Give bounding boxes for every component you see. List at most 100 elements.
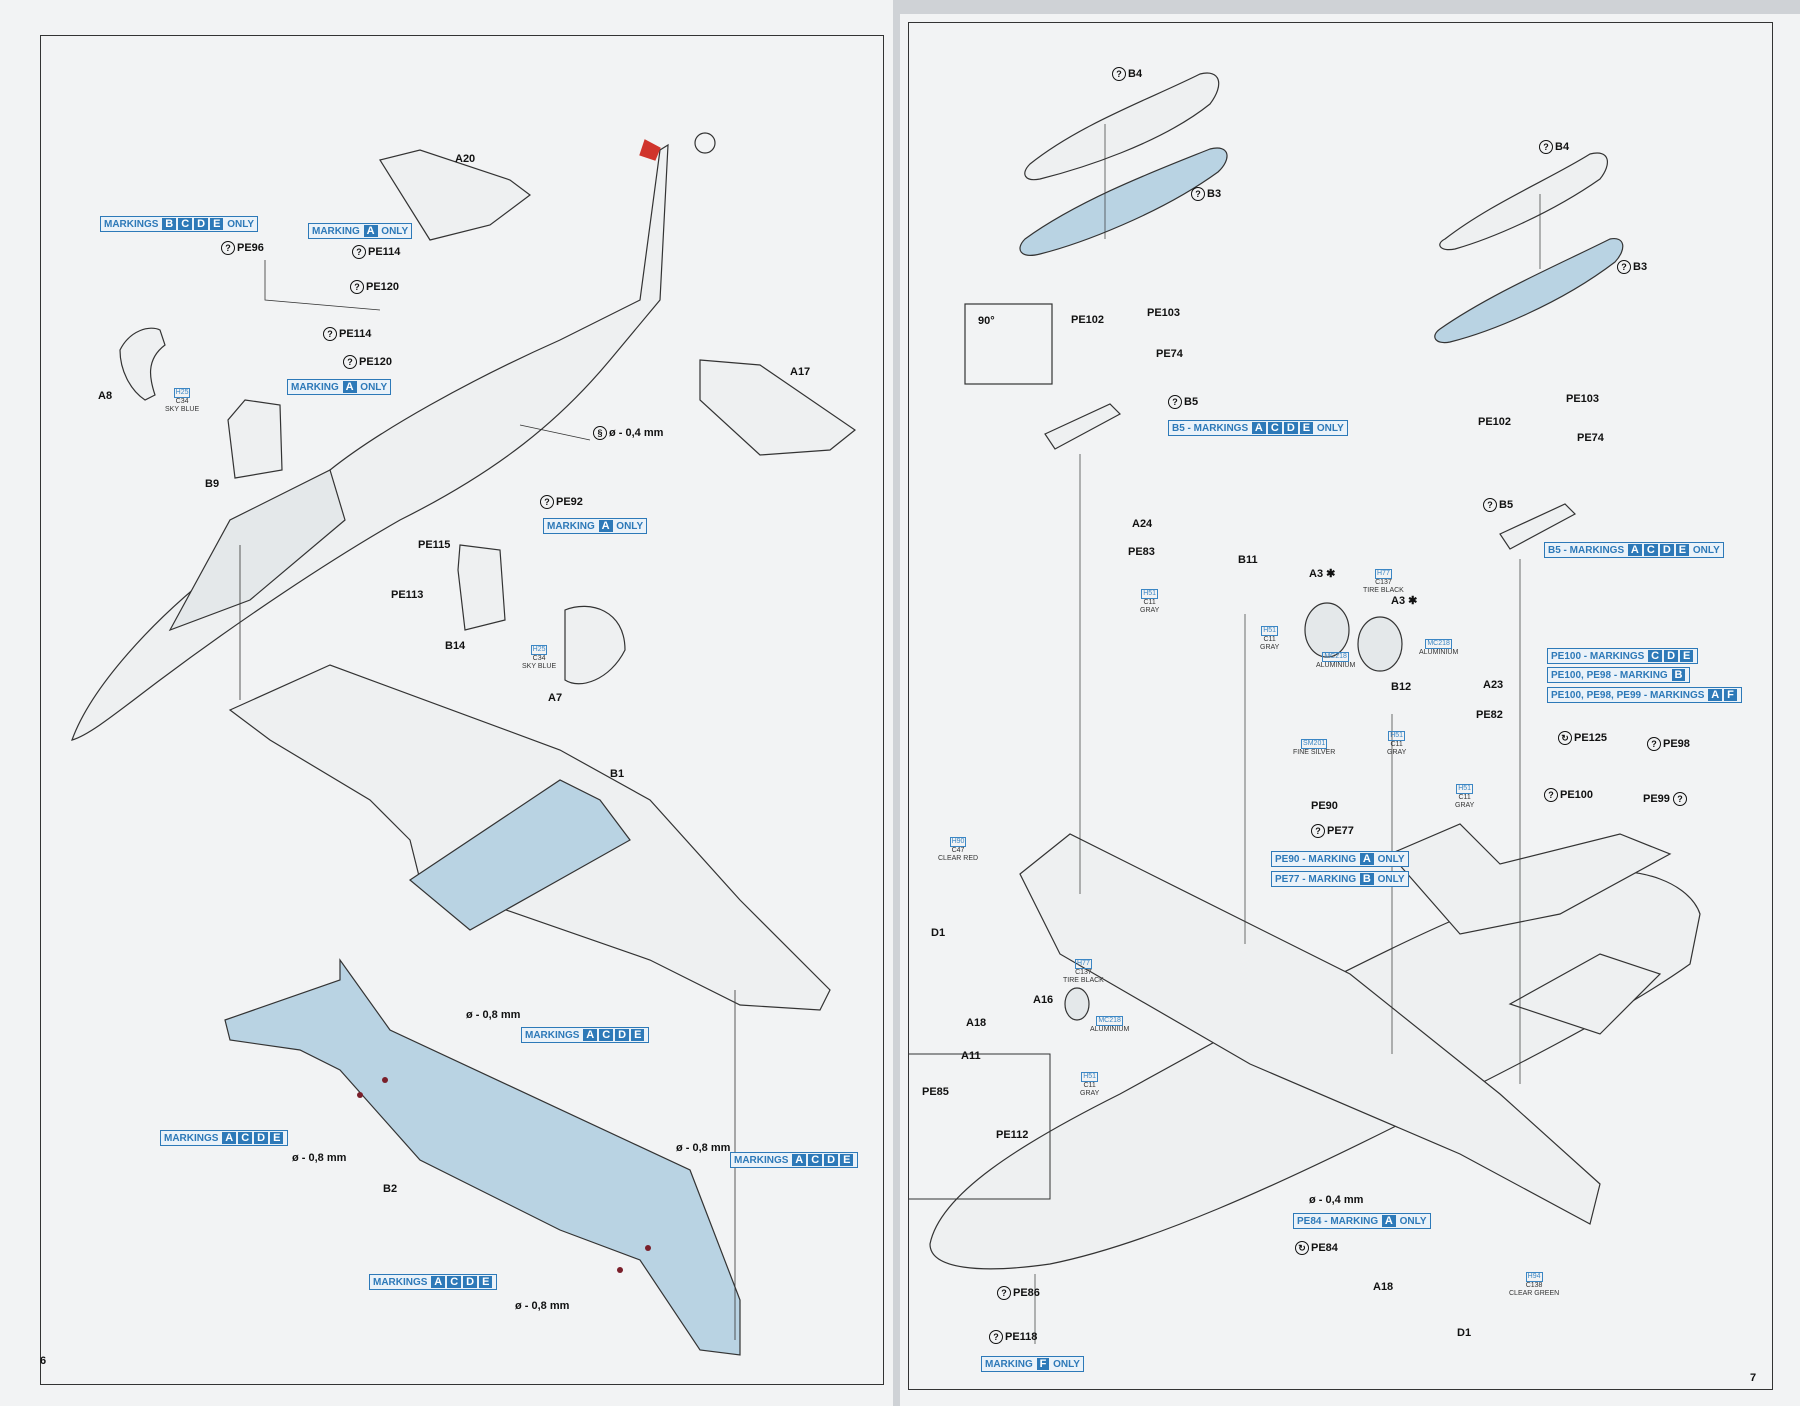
label-pe74: PE74 — [1577, 432, 1604, 444]
question-icon: ? — [1539, 140, 1553, 154]
part-a7 — [564, 605, 626, 685]
inset-box — [908, 1053, 1051, 1200]
question-icon: ? — [540, 495, 554, 509]
marking-tag: PE77 - MARKING B ONLY — [1271, 871, 1409, 887]
diameter-note: ø - 0,8 mm — [292, 1152, 347, 1164]
label-pe96: ?PE96 — [221, 241, 264, 255]
label-pe90: PE90 — [1311, 800, 1338, 812]
question-icon: ? — [989, 1330, 1003, 1344]
label-a7: A7 — [548, 692, 563, 704]
diameter-note: ø - 0,8 mm — [676, 1142, 731, 1154]
label-pe98: ?PE98 — [1647, 737, 1690, 751]
label-b3: ?B3 — [1191, 187, 1221, 201]
part-b3-left — [1019, 147, 1228, 256]
label-pe82: PE82 — [1476, 709, 1503, 721]
part-a20 — [379, 149, 531, 241]
label-a20: A20 — [455, 153, 476, 165]
wheel-a16 — [1064, 987, 1090, 1021]
label-pe113: PE113 — [391, 589, 424, 601]
rotate-icon: ↻ — [1558, 731, 1572, 745]
marking-tag: PE90 - MARKING A ONLY — [1271, 851, 1409, 867]
label-a24: A24 — [1132, 518, 1153, 530]
part-b5-left — [1044, 403, 1121, 450]
question-icon: ? — [352, 245, 366, 259]
part-b4-right — [1439, 152, 1608, 251]
part-b5-right — [1499, 503, 1576, 550]
label-pe100: ?PE100 — [1544, 788, 1593, 802]
label-a18: A18 — [1373, 1281, 1394, 1293]
label-pe83: PE83 — [1128, 546, 1155, 558]
label-b11: B11 — [1238, 554, 1258, 566]
label-angle: 90° — [978, 315, 995, 327]
label-pe84: ↻PE84 — [1295, 1241, 1338, 1255]
label-a8: A8 — [98, 390, 113, 402]
detail-circle — [694, 132, 716, 154]
part-b2 — [224, 958, 741, 1356]
label-pe120b: ?PE120 — [343, 355, 392, 369]
label-pe114a: ?PE114 — [352, 245, 400, 259]
label-pe115: PE115 — [418, 539, 451, 551]
diameter-note: ø - 0,8 mm — [466, 1009, 521, 1021]
question-icon: ? — [221, 241, 235, 255]
label-a17: A17 — [790, 366, 811, 378]
label-pe86: ?PE86 — [997, 1286, 1040, 1300]
marking-tag: PE84 - MARKING A ONLY — [1293, 1213, 1431, 1229]
label-pe120a: ?PE120 — [350, 280, 399, 294]
question-icon: ? — [1544, 788, 1558, 802]
diameter-note: ø - 0,4 mm — [1309, 1194, 1364, 1206]
tail-tip — [639, 139, 661, 161]
canopy — [168, 469, 346, 632]
label-a23: A23 — [1483, 679, 1504, 691]
aircraft-wing — [1019, 833, 1601, 1225]
instruction-page-7: ?B4 ?B3 ?B4 ?B3 90° PE102 PE103 PE74 ?B5… — [900, 14, 1800, 1406]
page-frame — [908, 22, 1773, 1390]
label-b14: B14 — [445, 640, 466, 652]
label-pe112: PE112 — [996, 1129, 1029, 1141]
right-assembly-drawing — [908, 72, 1701, 1344]
rotate-icon: ↻ — [1295, 1241, 1309, 1255]
label-pe114b: ?PE114 — [323, 327, 371, 341]
question-icon: ? — [1617, 260, 1631, 274]
label-b9: B9 — [205, 478, 220, 490]
part-b3-right — [1434, 237, 1624, 344]
label-b4: ?B4 — [1539, 140, 1569, 154]
marking-tag: MARKING A ONLY — [308, 223, 413, 239]
part-b1-blue — [408, 779, 631, 931]
label-pe103: PE103 — [1566, 393, 1600, 405]
question-icon: ? — [1311, 824, 1325, 838]
question-icon: ? — [1168, 395, 1182, 409]
drill-icon: § — [593, 426, 607, 440]
question-icon: ? — [1672, 792, 1687, 806]
marking-tag: MARKING A ONLY — [287, 379, 392, 395]
label-pe118: ?PE118 — [989, 1330, 1037, 1344]
wheel-a3-left — [1304, 602, 1350, 658]
label-b5: ?B5 — [1483, 498, 1513, 512]
label-a11: A11 — [961, 1050, 981, 1062]
part-b14 — [457, 544, 506, 631]
instruction-page-6: A20 A17 A8 B9 B14 A7 B1 B2 ?PE96 ?PE114 … — [0, 0, 893, 1406]
label-pe99: PE99 ? — [1643, 792, 1689, 806]
label-pe92: ?PE92 — [540, 495, 583, 509]
aircraft-tail — [1389, 823, 1672, 935]
label-a3: A3 ✱ — [1391, 595, 1418, 607]
question-icon: ? — [997, 1286, 1011, 1300]
page-frame — [40, 35, 884, 1385]
label-pe85: PE85 — [922, 1086, 949, 1098]
label-pe77: ?PE77 — [1311, 824, 1354, 838]
